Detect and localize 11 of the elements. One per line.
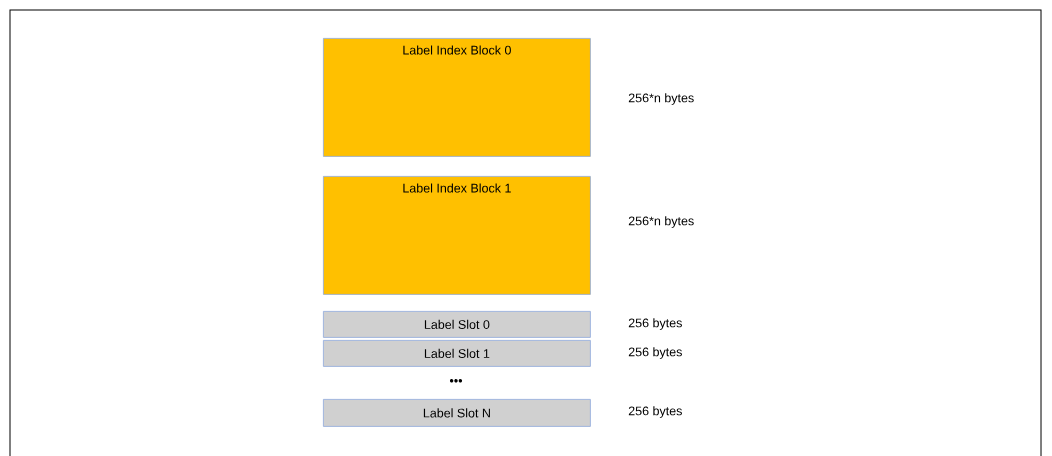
size-label: 256 bytes xyxy=(628,318,682,330)
size-label: 256 bytes xyxy=(628,406,682,418)
slot-box: Label Slot 1 xyxy=(323,340,591,367)
size-label: 256 bytes xyxy=(628,347,682,359)
slot-box: Label Slot 0 xyxy=(323,311,591,338)
size-label: 256*n bytes xyxy=(628,216,694,228)
slot-box: Label Slot N xyxy=(323,399,591,427)
ellipsis: ••• xyxy=(449,379,463,383)
size-label: 256*n bytes xyxy=(628,93,694,105)
memory-block: Label Index Block 1 xyxy=(323,176,591,295)
memory-block: Label Index Block 0 xyxy=(323,38,591,157)
